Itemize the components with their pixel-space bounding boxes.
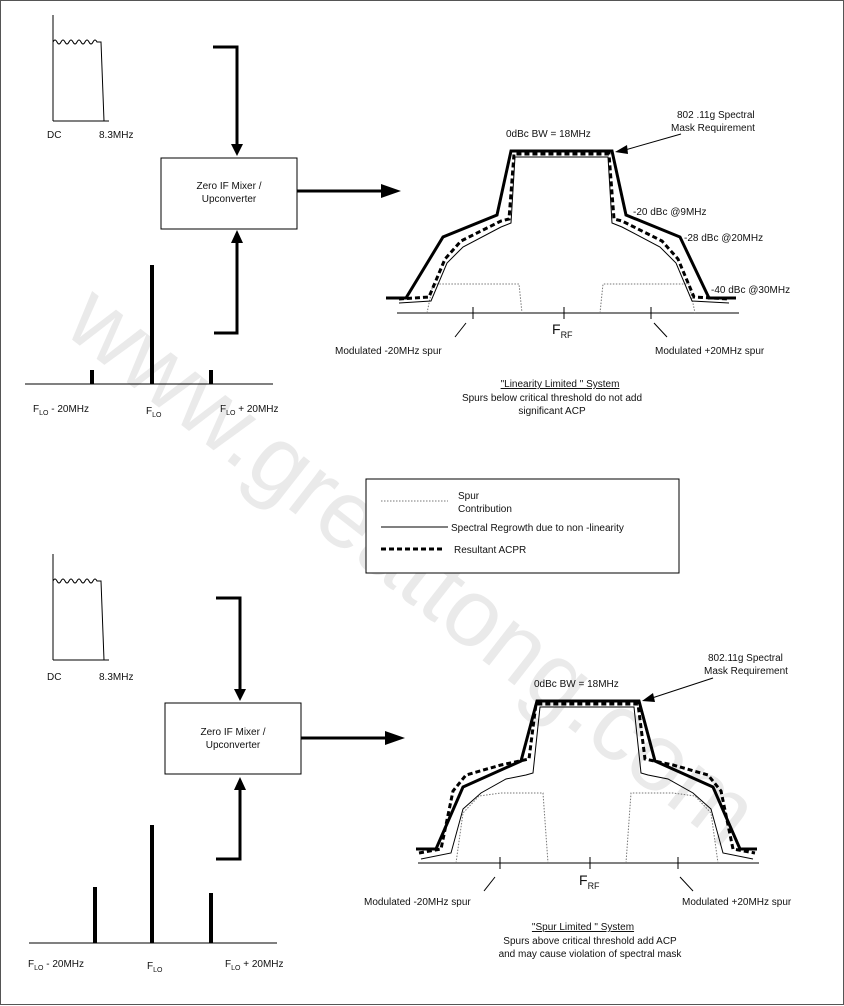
top-mask-level3: -40 dBc @30MHz [711,285,790,296]
bottom-mixer-block: Zero IF Mixer / Upconverter [164,702,302,775]
bottom-lo-right-label: FLO + 20MHz [225,959,284,972]
top-caption-line2: significant ACP [518,406,586,417]
top-mask-req-line1: 802 .11g Spectral [677,110,755,121]
top-caption-title: "Linearity Limited " System [501,379,620,390]
bottom-mask-line [416,699,757,851]
bottom-mask-frf-label: FRF [579,872,600,891]
bottom-spur-left-pointer [483,876,496,892]
top-mask-bw-label: 0dBc BW = 18MHz [506,129,591,140]
bottom-lo-left-label: FLO - 20MHz [28,959,84,972]
bottom-mixer-line1: Zero IF Mixer / [200,727,265,738]
bottom-baseband-arrow-line [216,596,242,691]
bottom-lo-arrow-line [216,788,242,861]
top-lo-arrow-line [214,241,239,335]
top-mask-level2: -28 dBc @20MHz [684,233,763,244]
top-lo-right-label: FLO + 20MHz [220,404,279,417]
top-mixer-line1: Zero IF Mixer / [196,181,261,192]
top-lo-left-label: FLO - 20MHz [33,404,89,417]
bottom-baseband-dc-label: DC [47,672,61,683]
top-mask-req-line2: Mask Requirement [671,123,755,134]
bottom-lo-center-label: FLO [147,961,163,974]
legend-spur-line1: Spur [458,491,480,502]
bottom-mask-plot: 0dBc BW = 18MHz 802.11g Spectral Mask Re… [364,653,792,908]
top-resultant-trace [398,152,730,301]
top-mask-level1: -20 dBc @9MHz [633,207,707,218]
bottom-mixer-line2: Upconverter [206,740,261,751]
top-mask-line [386,149,736,300]
top-mixer-line2: Upconverter [202,194,257,205]
bottom-mask-req-line2: Mask Requirement [704,666,788,677]
bottom-caption-line1: Spurs above critical threshold add ACP [503,936,677,947]
bottom-caption-title: "Spur Limited " System [532,922,634,933]
bottom-baseband-trace [52,578,105,661]
top-lo-arrowhead [231,230,243,243]
top-mixer-block: Zero IF Mixer / Upconverter [160,157,298,230]
bottom-spur-contribution-trace [455,792,719,864]
top-spur-left-pointer [454,322,467,338]
bottom-caption: "Spur Limited " System Spurs above criti… [499,922,683,960]
top-baseband-bw-label: 8.3MHz [99,130,133,141]
top-spur-right-label: Modulated +20MHz spur [655,346,765,357]
top-baseband-arrowhead [231,144,243,156]
bottom-spur-left-label: Modulated -20MHz spur [364,897,471,908]
bottom-mask-req-pointer-head [642,693,655,702]
legend-spur-line2: Contribution [458,504,512,515]
bottom-baseband-plot: DC 8.3MHz [47,554,133,683]
legend-regrowth-label: Spectral Regrowth due to non -linearity [451,523,624,534]
top-caption: "Linearity Limited " System Spurs below … [462,379,642,417]
top-regrowth-trace [398,156,730,304]
bottom-lo-spectrum: FLO - 20MHz FLO FLO + 20MHz [28,825,284,974]
top-mask-req-pointer-head [615,145,628,154]
bottom-section: DC 8.3MHz Zero IF Mixer / Upconverter FL… [28,554,792,974]
top-output-arrowhead [381,184,401,198]
top-section: DC 8.3MHz Zero IF Mixer / Upconverter FL… [25,15,790,419]
bottom-spur-right-label: Modulated +20MHz spur [682,897,792,908]
bottom-mask-bw-label: 0dBc BW = 18MHz [534,679,619,690]
top-baseband-plot: DC 8.3MHz [47,15,133,141]
top-mask-plot: 0dBc BW = 18MHz 802 .11g Spectral Mask R… [335,110,790,357]
top-lo-spectrum: FLO - 20MHz FLO FLO + 20MHz [25,265,279,419]
top-mask-frf-label: FRF [552,321,573,340]
bottom-regrowth-trace [420,706,754,860]
bottom-spur-right-pointer [679,876,694,892]
top-baseband-arrow-line [213,45,239,146]
top-lo-center-label: FLO [146,406,162,419]
legend: Spur Contribution Spectral Regrowth due … [365,478,680,574]
bottom-mask-req-pointer [651,677,714,699]
bottom-mask-req-line1: 802.11g Spectral [708,653,783,664]
bottom-resultant-trace [418,702,756,855]
bottom-baseband-arrowhead [234,689,246,701]
bottom-baseband-bw-label: 8.3MHz [99,672,133,683]
top-baseband-dc-label: DC [47,130,61,141]
bottom-caption-line2: and may cause violation of spectral mask [499,949,683,960]
legend-resultant-label: Resultant ACPR [454,545,526,556]
bottom-lo-arrowhead [234,777,246,790]
top-baseband-trace [52,39,105,122]
bottom-output-arrowhead [385,731,405,745]
top-spur-right-pointer [653,322,668,338]
top-caption-line1: Spurs below critical threshold do not ad… [462,393,642,404]
top-spur-contribution-trace [426,283,696,314]
top-mask-req-pointer [624,133,682,151]
legend-box [365,478,680,574]
top-spur-left-label: Modulated -20MHz spur [335,346,442,357]
